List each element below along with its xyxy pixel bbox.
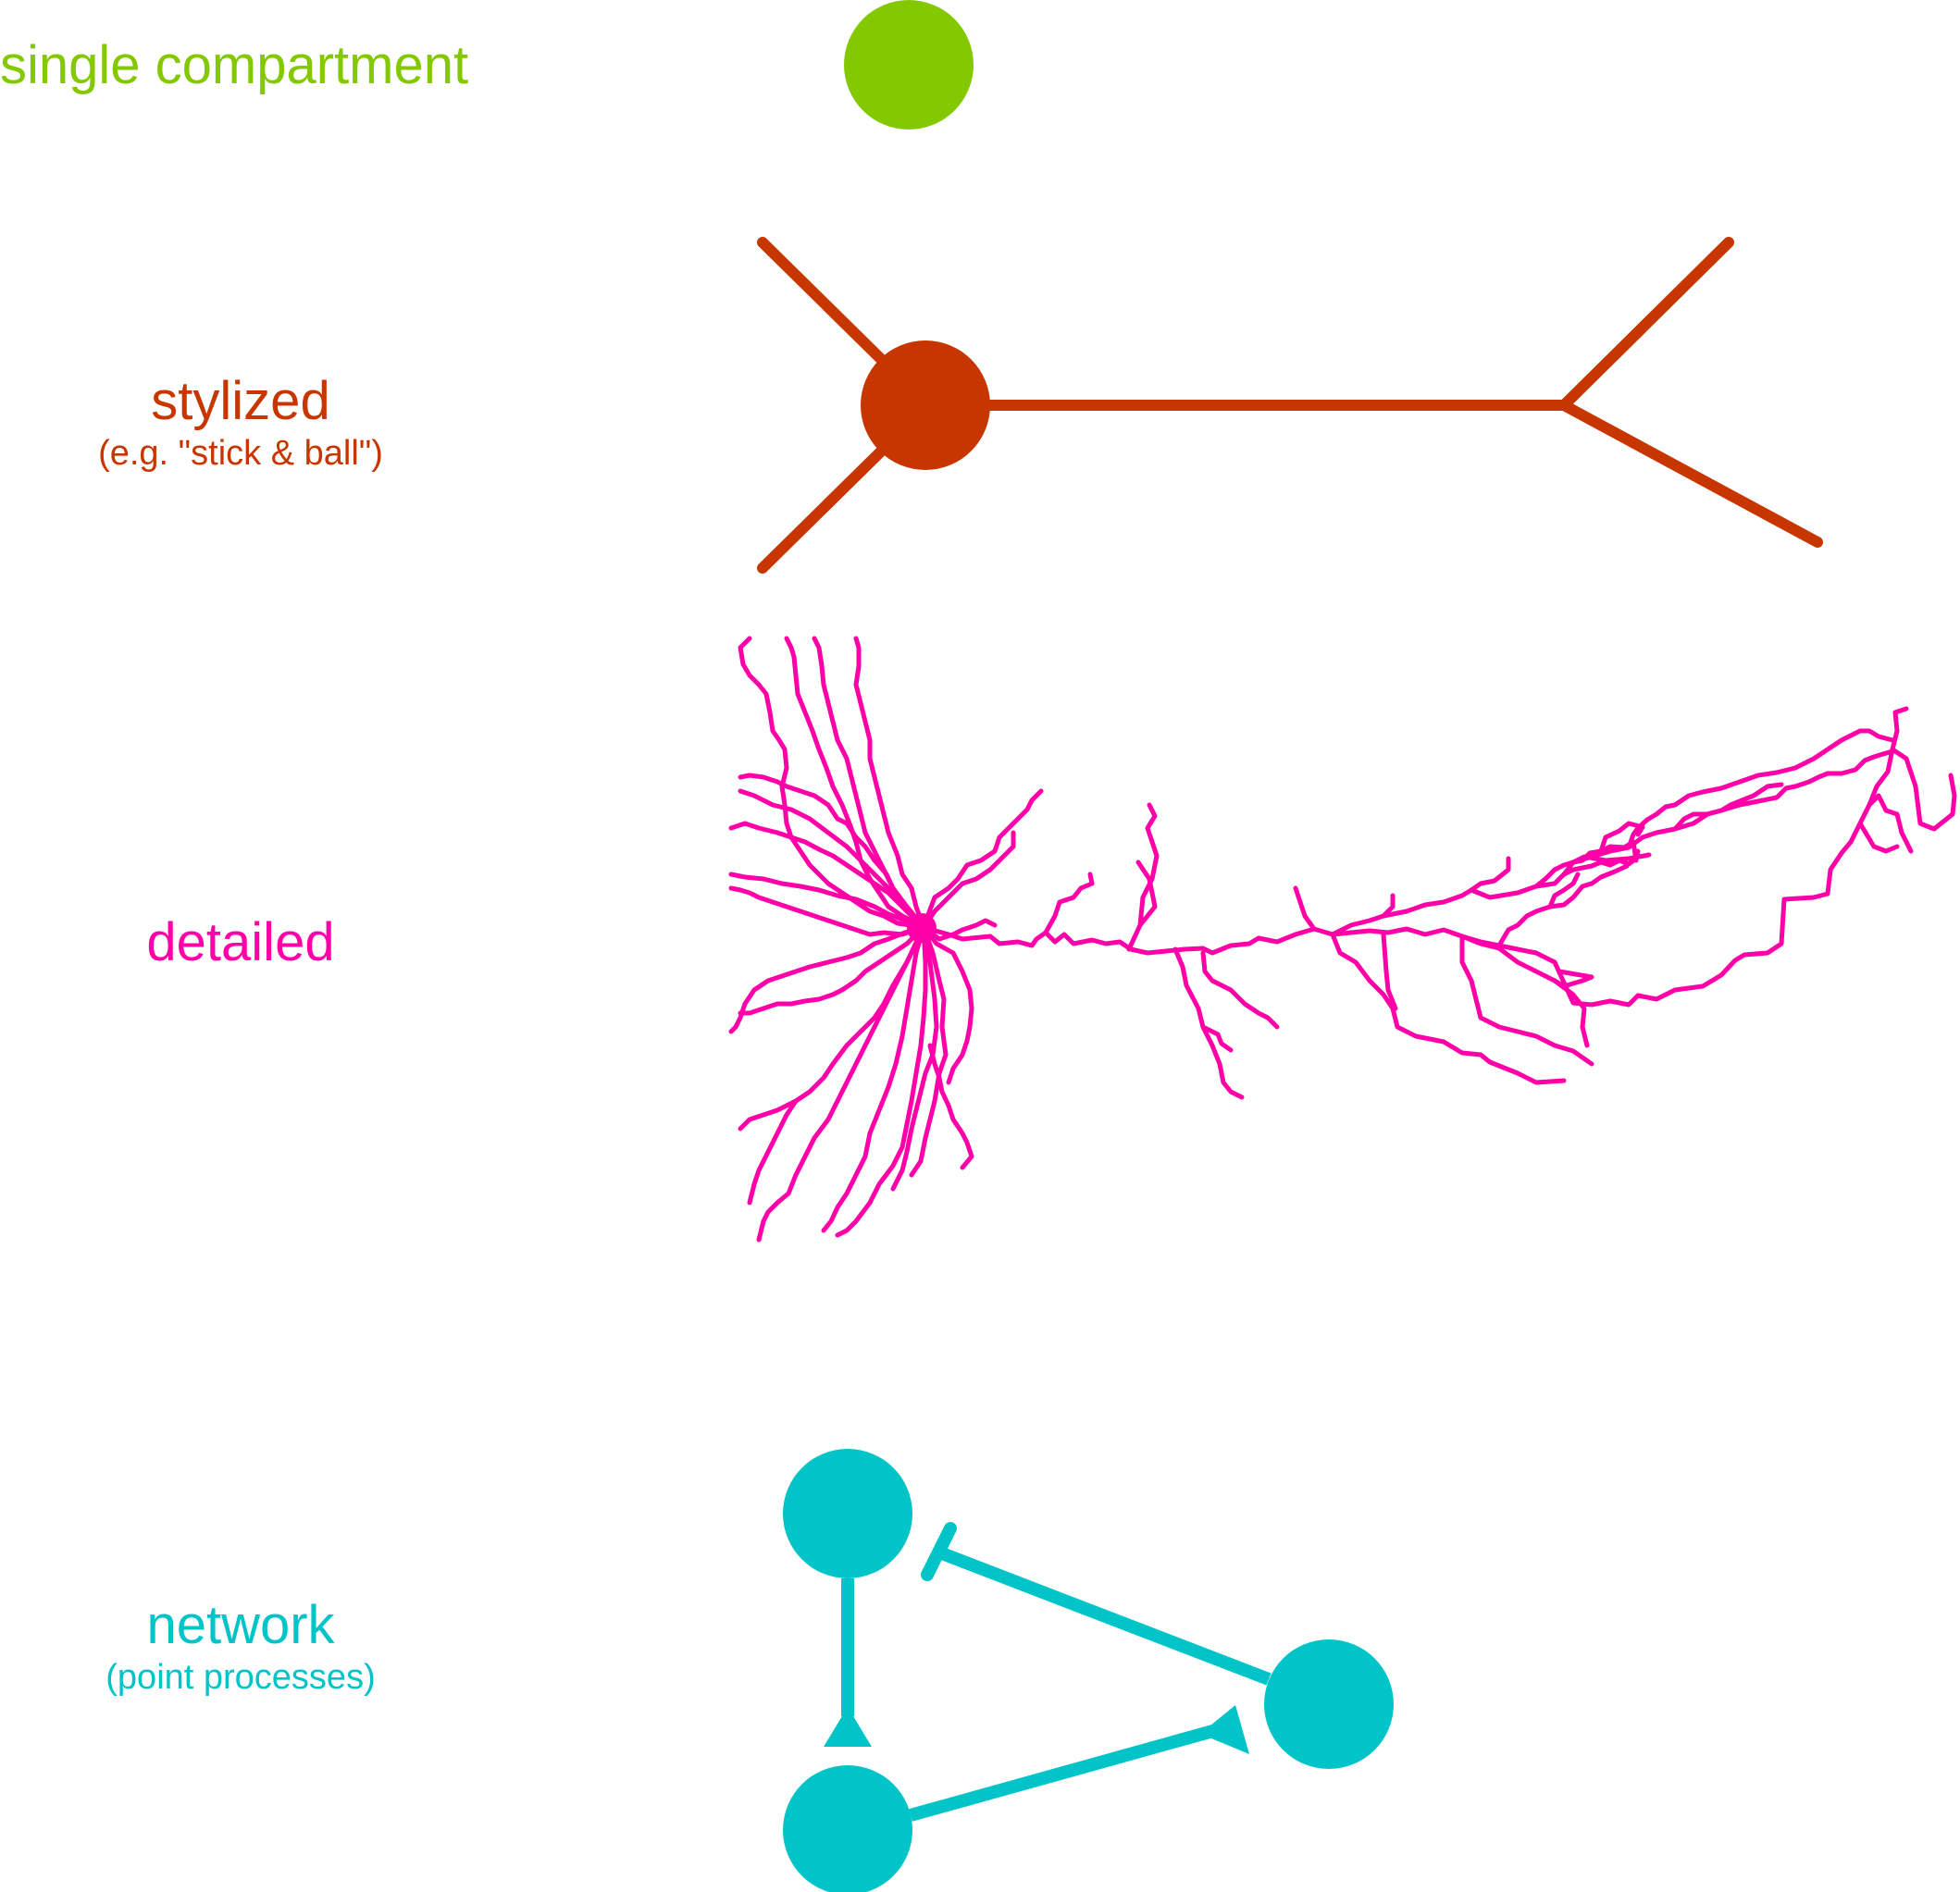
- detailed-basal-4: [728, 885, 926, 937]
- detailed-basal-23: [738, 788, 926, 930]
- stylized-soma: [861, 340, 990, 470]
- detailed-basal-7: [821, 924, 926, 1233]
- detailed-oblique-21: [1672, 748, 1895, 832]
- right-neuron: [1264, 1639, 1394, 1769]
- network-label: network (point processes): [56, 1595, 426, 1697]
- stylized-dendrite-lower: [757, 440, 892, 574]
- detailed-basal-10: [909, 924, 949, 1178]
- detailed-neuron: [728, 636, 1957, 1243]
- stylized-neuron: [757, 237, 1823, 574]
- detailed-oblique-9: [1459, 934, 1594, 1067]
- detailed-oblique-23: [1496, 863, 1630, 948]
- detailed-basal-8: [835, 924, 928, 1238]
- connection-right-to-top: [932, 1544, 1272, 1686]
- detailed-oblique-20: [1626, 802, 1678, 850]
- detailed-basal-21: [747, 1098, 799, 1206]
- detailed-basal-19: [728, 924, 926, 1034]
- network-title: network: [146, 1595, 335, 1655]
- detailed-title: detailed: [146, 912, 335, 972]
- detailed-oblique-17: [1598, 821, 1645, 854]
- detailed-oblique-2: [1135, 859, 1158, 928]
- stylized-label: stylized (e.g. "stick & ball"): [56, 371, 426, 473]
- detailed-oblique-5: [1200, 950, 1280, 1030]
- detailed-basal-12: [921, 924, 974, 1085]
- detailed-oblique-24: [1547, 872, 1581, 909]
- stylized-axon-branch-upper: [1558, 237, 1734, 411]
- detailed-oblique-12: [1293, 885, 1317, 932]
- detailed-oblique-4: [1172, 946, 1245, 1100]
- detailed-oblique-6: [1200, 1024, 1234, 1053]
- detailed-basal-2: [784, 636, 926, 930]
- detailed-oblique-3: [1043, 872, 1095, 935]
- detailed-label: detailed: [56, 916, 426, 970]
- detailed-basal-3: [738, 636, 926, 930]
- detailed-basal-18: [728, 872, 926, 930]
- bottom-left-neuron: [783, 1765, 912, 1892]
- detailed-oblique-22: [1672, 728, 1895, 808]
- detailed-basal-22: [728, 821, 926, 930]
- network-diagram: [783, 1449, 1394, 1892]
- excitatory-synapse-right: [1200, 1705, 1249, 1754]
- detailed-basal-5: [738, 924, 926, 1016]
- detailed-basal-17: [738, 773, 926, 930]
- stylized-axon-branch-lower: [1558, 400, 1823, 548]
- detailed-oblique-13: [1330, 893, 1396, 937]
- detailed-oblique-19: [1533, 782, 1784, 889]
- detailed-oblique-1: [1126, 802, 1160, 952]
- detailed-basal-11: [927, 1043, 974, 1170]
- detailed-oblique-8: [1381, 932, 1398, 1011]
- detailed-apical-tuft-2: [1867, 793, 1914, 854]
- connection-bottom-to-right: [909, 1721, 1228, 1822]
- detailed-apical-tuft-3: [1890, 747, 1957, 832]
- detailed-oblique-7: [1330, 932, 1567, 1085]
- top-left-neuron: [783, 1449, 912, 1578]
- detailed-basal-9: [890, 924, 939, 1192]
- detailed-basal-16: [853, 636, 926, 930]
- excitatory-synapse-bottom: [824, 1707, 872, 1747]
- detailed-apical-trunk: [923, 802, 1872, 1008]
- single-compartment-label: single compartment: [0, 39, 468, 93]
- detailed-soma: [907, 913, 937, 943]
- detailed-oblique-14: [1381, 856, 1511, 919]
- detailed-basal-14: [921, 830, 1016, 930]
- stylized-dendrite-upper: [757, 237, 892, 370]
- inhibitory-synapse-bar: [921, 1522, 957, 1581]
- detailed-oblique-11: [1552, 969, 1594, 989]
- detailed-apical-tuft-4: [1857, 821, 1900, 854]
- network-subtitle: (point processes): [105, 1658, 376, 1697]
- single-compartment-soma: [844, 0, 974, 130]
- detailed-oblique-16: [1561, 848, 1641, 877]
- detailed-oblique-10: [1459, 934, 1590, 1048]
- detailed-basal-15: [921, 788, 1044, 930]
- single-compartment-title: single compartment: [0, 35, 469, 95]
- detailed-basal-13: [921, 918, 998, 942]
- stylized-title: stylized: [151, 371, 330, 431]
- stylized-subtitle: (e.g. "stick & ball"): [98, 434, 383, 473]
- detailed-basal-20: [738, 924, 926, 1131]
